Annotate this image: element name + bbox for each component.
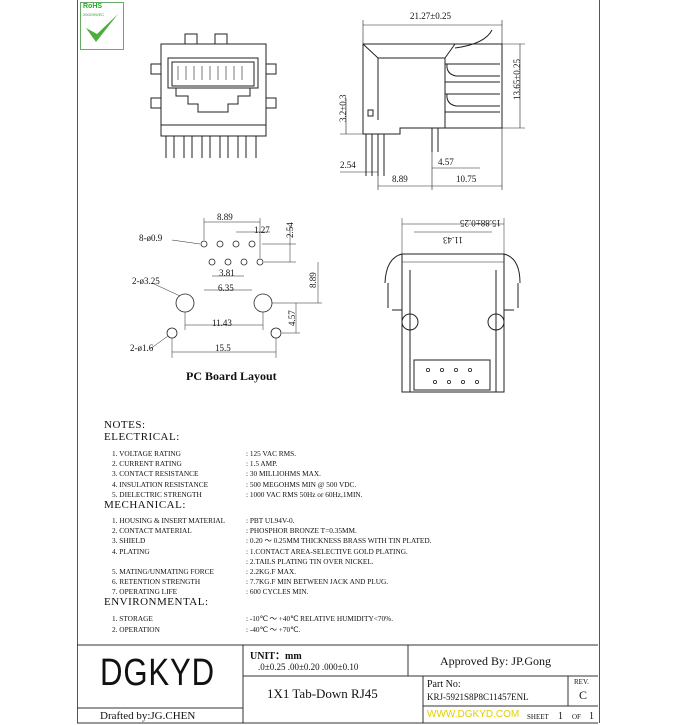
part-description: 1X1 Tab-Down RJ45 xyxy=(267,686,378,701)
rev-label: REV. xyxy=(574,678,589,686)
notes-title: NOTES: xyxy=(104,419,146,431)
pcb-holes8: 8-ø0.9 xyxy=(139,233,163,243)
dim-back-width: 15.88±0.25 xyxy=(460,218,501,228)
rohs-badge: RoHS 2002/95/EC xyxy=(80,2,124,50)
note-row: 1. STORAGE: -10℃ ～ +40℃ RELATIVE HUMIDIT… xyxy=(112,614,394,624)
dim-bottom-b: 10.75 xyxy=(456,174,477,184)
pcb-dim-254: 2.54 xyxy=(285,222,295,238)
note-row: 2. CONTACT MATERIAL: PHOSPHOR BRONZE T=0… xyxy=(112,526,357,536)
rev-value: C xyxy=(579,688,588,702)
note-row: 4. INSULATION RESISTANCE: 500 MEGOHMS MI… xyxy=(112,479,357,489)
part-no-label: Part No: xyxy=(427,679,461,690)
rohs-title: RoHS xyxy=(83,3,103,10)
note-row: 5. DIELECTRIC STRENGTH: 1000 VAC RMS 50H… xyxy=(112,489,363,499)
tolerances: .0±0.25 .00±0.20 .000±0.10 xyxy=(258,662,359,672)
pcb-holes2a: 2-ø3.25 xyxy=(132,276,160,286)
dim-height: 13.65±0.25 xyxy=(512,59,522,100)
website: WWW.DGKYD.COM xyxy=(427,709,520,720)
sheet-number: 1 xyxy=(558,711,563,722)
pcb-dim-381: 3.81 xyxy=(219,268,235,278)
approved-by: Approved By: JP.Gong xyxy=(440,654,552,668)
pcb-holes2b: 2-ø1.6 xyxy=(130,343,154,353)
pcb-dim-889v: 8.89 xyxy=(308,272,318,288)
rohs-sub: 2002/95/EC xyxy=(83,12,105,17)
pcb-title: PC Board Layout xyxy=(186,369,277,383)
dim-bottom-a: 8.89 xyxy=(392,174,408,184)
pcb-dim-127: 1.27 xyxy=(254,225,270,235)
pcb-dim-889: 8.89 xyxy=(217,212,233,222)
pcb-dim-457: 4.57 xyxy=(287,310,297,326)
sheet-total: 1 xyxy=(589,711,594,722)
note-row: : 2.TAILS PLATING TIN OVER NICKEL. xyxy=(246,556,374,566)
environmental-header: ENVIRONMENTAL: xyxy=(104,596,209,609)
note-row: 3. CONTACT RESISTANCE: 30 MILLIOHMS MAX. xyxy=(112,469,321,479)
note-row: 2. CURRENT RATING: 1.5 AMP. xyxy=(112,459,278,469)
pcb-dim-1143: 11.43 xyxy=(212,318,232,328)
dim-top-width: 21.27±0.25 xyxy=(410,11,451,21)
note-row: 6. RETENTION STRENGTH: 7.7KG.F MIN BETWE… xyxy=(112,577,389,587)
rohs-check-icon xyxy=(80,2,124,50)
notes-section: NOTES: ELECTRICAL: 1. VOLTAGE RATING: 12… xyxy=(104,419,431,634)
unit-label: UNIT：mm xyxy=(250,651,302,662)
part-number: KRJ-5921S8P8C11457ENL xyxy=(427,692,529,702)
pcb-dim-155: 15.5 xyxy=(215,343,231,353)
dim-tab-height: 3.2±0.3 xyxy=(338,94,348,122)
pcb-dim-635: 6.35 xyxy=(218,283,234,293)
dim-back-inner: 11.43 xyxy=(443,235,463,245)
note-row: 3. SHIELD: 0.20 ～ 0.25MM THICKNESS BRASS… xyxy=(112,536,432,546)
drawing-frame xyxy=(77,0,600,723)
note-row: 1. HOUSING & INSERT MATERIAL: PBT UL94V-… xyxy=(112,515,295,525)
electrical-header: ELECTRICAL: xyxy=(104,431,180,443)
note-row: 4. PLATING: 1.CONTACT AREA-SELECTIVE GOL… xyxy=(112,546,408,556)
dim-pin-span: 4.57 xyxy=(438,157,454,167)
note-row: 1. VOLTAGE RATING: 125 VAC RMS. xyxy=(112,449,297,458)
company-logo-text: DGKYD xyxy=(100,652,215,694)
of-label: OF xyxy=(572,713,581,721)
drafted-by: Drafted by:JG.CHEN xyxy=(100,710,196,722)
note-row: 2. OPERATION: -40℃ ～ +70℃. xyxy=(112,624,301,634)
dim-pin-offset: 2.54 xyxy=(340,160,356,170)
sheet-label: SHEET xyxy=(527,713,549,721)
note-row: 7. OPERATING LIFE: 600 CYCLES MIN. xyxy=(112,587,309,597)
mechanical-header: MECHANICAL: xyxy=(104,498,186,511)
note-row: 5. MATING/UNMATING FORCE: 2.2KG.F MAX. xyxy=(112,566,297,576)
